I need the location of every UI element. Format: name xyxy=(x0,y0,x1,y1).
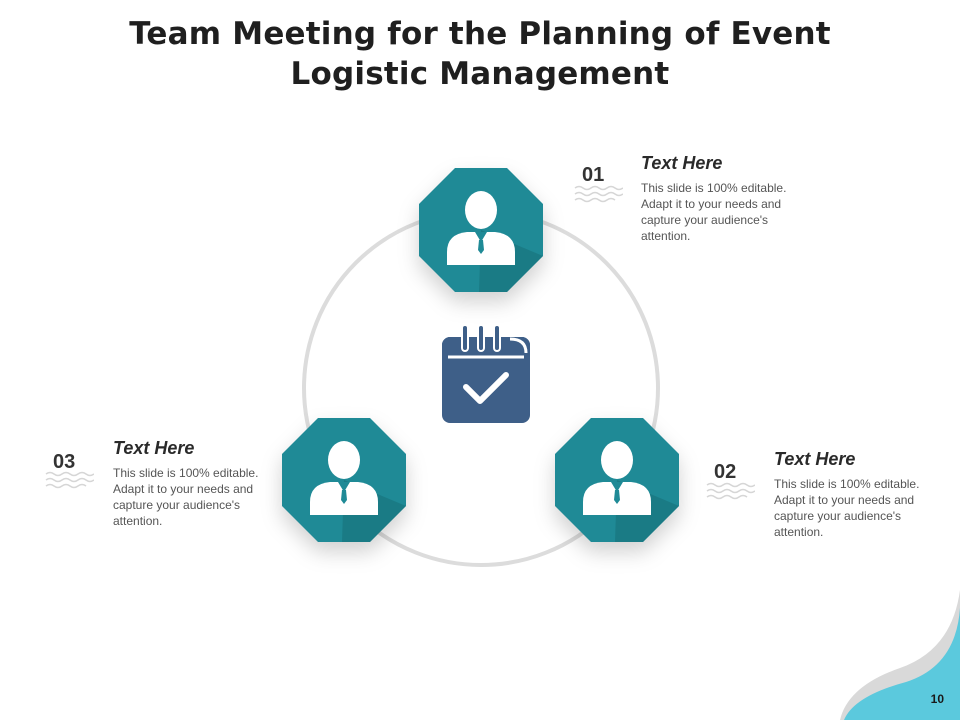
node-2-hexagon xyxy=(555,418,679,542)
person-icon xyxy=(419,168,543,292)
title-line-1: Team Meeting for the Planning of Event xyxy=(129,16,831,52)
squiggle-decoration xyxy=(574,185,623,203)
item-2-description: This slide is 100% editable. Adapt it to… xyxy=(774,477,920,539)
item-3-number: 03 xyxy=(53,451,76,473)
node-1-hexagon xyxy=(419,168,543,292)
slide-title: Team Meeting for the Planning of Event L… xyxy=(0,14,960,94)
squiggle-decoration xyxy=(706,482,755,500)
title-line-2: Logistic Management xyxy=(290,56,670,92)
page-number: 10 xyxy=(930,692,944,706)
center-calendar xyxy=(440,323,532,425)
squiggle-decoration xyxy=(45,471,94,489)
item-1-number: 01 xyxy=(582,164,605,186)
item-3-description: This slide is 100% editable. Adapt it to… xyxy=(113,466,259,528)
node-3-hexagon xyxy=(282,418,406,542)
item-3-heading: Text Here xyxy=(113,438,195,458)
item-1-text-block: Text Here This slide is 100% editable. A… xyxy=(641,153,791,244)
item-1-description: This slide is 100% editable. Adapt it to… xyxy=(641,181,787,243)
item-1-heading: Text Here xyxy=(641,153,723,173)
item-2-text-block: Text Here This slide is 100% editable. A… xyxy=(774,449,924,540)
item-2-heading: Text Here xyxy=(774,449,856,469)
calendar-check-icon xyxy=(442,324,530,423)
item-3-text-block: Text Here This slide is 100% editable. A… xyxy=(113,438,263,529)
corner-wave-decoration xyxy=(840,590,960,720)
item-2-number: 02 xyxy=(714,461,737,483)
person-icon xyxy=(282,418,406,542)
person-icon xyxy=(555,418,679,542)
